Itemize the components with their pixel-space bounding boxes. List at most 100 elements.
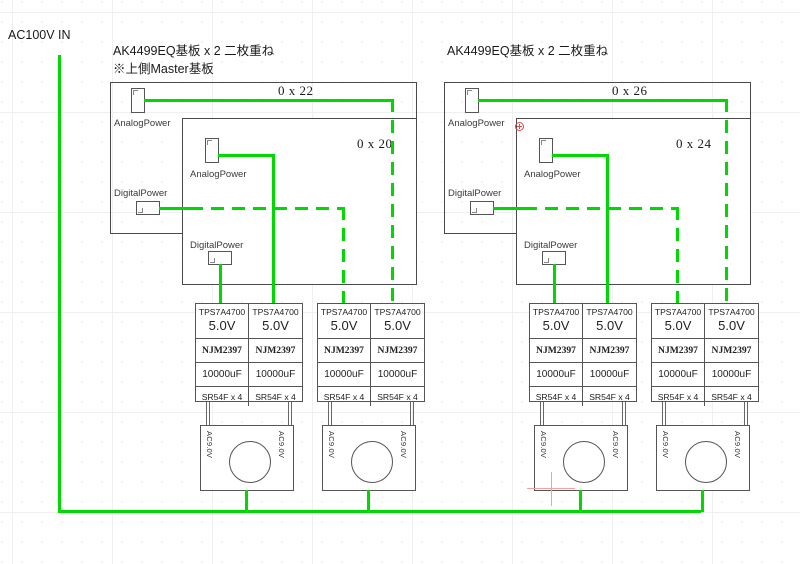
transformer-2-lead-left <box>328 402 332 426</box>
psu-cell-rectifier: SR54F x 4 <box>371 387 424 406</box>
wire-0x24-analog-v <box>606 154 609 304</box>
transformer-1-tap-right: AC9.0V <box>277 431 286 459</box>
psu-cell-regulator: TPS7A4700 5.0V <box>583 304 636 338</box>
transformer-4[interactable]: AC9.0V AC9.0V <box>656 425 750 491</box>
wire-0x20-analog-v <box>272 154 275 304</box>
transformer-4-lead-left <box>662 402 666 426</box>
rectifier-value: SR54F x 4 <box>377 391 418 402</box>
psu-row-opamp: NJM2397 NJM2397 <box>318 339 424 363</box>
transformer-4-ac-feed <box>701 490 704 512</box>
board-0x24-analog-connector[interactable] <box>539 138 553 163</box>
regulator-name: TPS7A4700 <box>198 307 246 318</box>
wire-0x22-digital-h-solid <box>159 207 192 210</box>
group-1-title-line2: ※上側Master基板 <box>113 62 214 76</box>
transformer-2-tap-left: AC9.0V <box>327 431 336 459</box>
psu-cell-opamp: NJM2397 <box>583 339 636 362</box>
wire-0x24-digital-v <box>553 264 556 304</box>
rectifier-value: SR54F x 4 <box>255 391 296 402</box>
wire-0x26-analog-v <box>725 99 728 304</box>
psu-row-capacitor: 10000uF 10000uF <box>530 363 636 387</box>
transformer-2-lead-right <box>410 402 414 426</box>
regulator-voltage: 5.0V <box>208 317 236 333</box>
board-0x26-analog-label: AnalogPower <box>448 118 505 129</box>
psu-cell-rectifier: SR54F x 4 <box>583 387 636 406</box>
transformer-1[interactable]: AC9.0V AC9.0V <box>200 425 294 491</box>
board-0x20-address: 0 x 20 <box>357 136 393 151</box>
psu-stack-4[interactable]: TPS7A4700 5.0V TPS7A4700 5.0V NJM2397 NJ… <box>651 303 759 406</box>
psu-cell-rectifier: SR54F x 4 <box>530 387 583 406</box>
psu-row-opamp: NJM2397 NJM2397 <box>196 339 302 363</box>
regulator-voltage: 5.0V <box>262 317 289 333</box>
wire-0x22-digital-h-dashed <box>190 207 345 210</box>
regulator-voltage: 5.0V <box>596 317 623 333</box>
rectifier-value: SR54F x 4 <box>657 391 699 402</box>
transformer-3[interactable]: AC9.0V AC9.0V <box>534 425 628 491</box>
psu-row-rectifier: SR54F x 4 SR54F x 4 <box>530 387 636 406</box>
psu-cell-rectifier: SR54F x 4 <box>705 387 758 406</box>
transformer-4-tap-left: AC9.0V <box>661 431 670 459</box>
board-0x20-digital-connector[interactable] <box>208 251 232 265</box>
capacitor-value: 10000uF <box>711 369 752 380</box>
psu-row-opamp: NJM2397 NJM2397 <box>652 339 758 363</box>
board-0x24-address: 0 x 24 <box>676 136 712 151</box>
psu-row-capacitor: 10000uF 10000uF <box>318 363 424 387</box>
transformer-2-tap-right: AC9.0V <box>399 431 408 459</box>
board-0x24-analog-label: AnalogPower <box>524 169 581 180</box>
opamp-name: NJM2397 <box>255 345 296 356</box>
transformer-4-lead-right <box>744 402 748 426</box>
wire-0x24-analog-h <box>552 154 609 157</box>
ac-mains-riser <box>58 55 61 513</box>
transformer-4-core <box>685 441 727 483</box>
wire-0x20-digital-v <box>219 264 222 304</box>
psu-cell-capacitor: 10000uF <box>249 363 302 386</box>
regulator-name: TPS7A4700 <box>708 307 755 318</box>
psu-cell-rectifier: SR54F x 4 <box>652 387 705 406</box>
capacitor-value: 10000uF <box>202 369 242 380</box>
board-0x22-analog-connector[interactable] <box>131 88 145 113</box>
regulator-voltage: 5.0V <box>330 317 358 333</box>
board-0x22-digital-connector[interactable] <box>136 201 160 215</box>
psu-cell-opamp: NJM2397 <box>196 339 249 362</box>
opamp-name: NJM2397 <box>711 345 752 356</box>
board-0x20-analog-label: AnalogPower <box>190 169 247 180</box>
transformer-3-core <box>563 441 605 483</box>
opamp-name: NJM2397 <box>658 345 698 356</box>
psu-row-capacitor: 10000uF 10000uF <box>196 363 302 387</box>
transformer-3-tap-left: AC9.0V <box>539 431 548 459</box>
psu-stack-3[interactable]: TPS7A4700 5.0V TPS7A4700 5.0V NJM2397 NJ… <box>529 303 637 406</box>
psu-row-regulator: TPS7A4700 5.0V TPS7A4700 5.0V <box>530 304 636 339</box>
board-0x22-address: 0 x 22 <box>278 83 314 98</box>
board-0x26-digital-connector[interactable] <box>470 201 494 215</box>
psu-row-capacitor: 10000uF 10000uF <box>652 363 758 387</box>
board-0x24-digital-connector[interactable] <box>542 251 566 265</box>
opamp-name: NJM2397 <box>377 345 418 356</box>
psu-cell-regulator: TPS7A4700 5.0V <box>371 304 424 338</box>
capacitor-value: 10000uF <box>377 369 418 380</box>
psu-cell-capacitor: 10000uF <box>530 363 583 386</box>
selection-handle[interactable] <box>515 122 524 131</box>
psu-stack-1[interactable]: TPS7A4700 5.0V TPS7A4700 5.0V NJM2397 NJ… <box>195 303 303 406</box>
transformer-3-tap-right: AC9.0V <box>611 431 620 459</box>
regulator-voltage: 5.0V <box>718 317 745 333</box>
rectifier-value: SR54F x 4 <box>711 391 752 402</box>
regulator-voltage: 5.0V <box>664 317 692 333</box>
transformer-1-ac-feed <box>245 490 248 512</box>
psu-stack-2[interactable]: TPS7A4700 5.0V TPS7A4700 5.0V NJM2397 NJ… <box>317 303 425 406</box>
wire-0x26-digital-h-solid <box>493 207 526 210</box>
transformer-3-ac-feed <box>579 490 582 512</box>
rectifier-value: SR54F x 4 <box>201 391 243 402</box>
board-0x22-digital-label: DigitalPower <box>114 188 168 199</box>
capacitor-value: 10000uF <box>324 369 364 380</box>
transformer-2[interactable]: AC9.0V AC9.0V <box>322 425 416 491</box>
opamp-name: NJM2397 <box>202 345 242 356</box>
group-2-title-line1: AK4499EQ基板 x 2 二枚重ね <box>447 44 609 58</box>
transformer-3-lead-right <box>622 402 626 426</box>
board-0x26-analog-connector[interactable] <box>465 88 479 113</box>
opamp-name: NJM2397 <box>589 345 630 356</box>
psu-cell-capacitor: 10000uF <box>652 363 705 386</box>
regulator-name: TPS7A4700 <box>252 307 299 318</box>
board-0x20-analog-connector[interactable] <box>205 138 219 163</box>
board-0x26-digital-label: DigitalPower <box>448 188 502 199</box>
psu-cell-opamp: NJM2397 <box>530 339 583 362</box>
transformer-2-core <box>351 441 393 483</box>
